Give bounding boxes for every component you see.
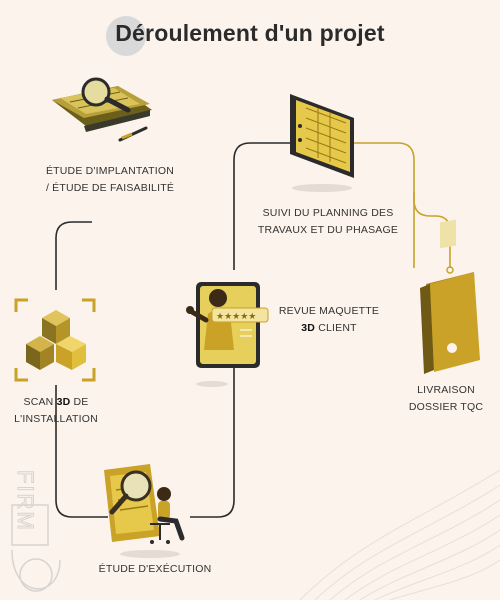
step-implantation-label: ÉTUDE D'IMPLANTATION / ÉTUDE DE FAISABIL… (20, 163, 200, 197)
connector-end-dot (446, 266, 454, 274)
svg-text:★★★★★: ★★★★★ (216, 312, 256, 322)
planning-tablet-icon (290, 94, 354, 192)
step-planning-line2: TRAVAUX ET DU PHASAGE (257, 224, 399, 236)
step-planning-label: SUIVI DU PLANNING DES TRAVAUX ET DU PHAS… (238, 205, 418, 239)
step-scan-post: DE (70, 396, 89, 408)
step-execution-label: ÉTUDE D'EXÉCUTION (80, 561, 230, 578)
firm-logo-watermark: FIRM (11, 470, 61, 592)
step-implantation-line1: ÉTUDE D'IMPLANTATION (45, 165, 175, 177)
blueprint-magnifier-icon (52, 77, 152, 142)
title-decoration (106, 16, 146, 56)
binder-folder-icon (420, 219, 480, 374)
process-connector (55, 142, 451, 518)
step-scan-pre: SCAN (23, 396, 57, 408)
step-revue-post: CLIENT (315, 322, 357, 334)
execution-study-icon (104, 464, 185, 558)
step-livraison-line2: DOSSIER TQC (408, 401, 484, 413)
step-revue-line1: REVUE MAQUETTE (278, 305, 380, 317)
step-scan-line2: L'INSTALLATION (14, 413, 98, 425)
step-scan-label: SCAN 3D DE L'INSTALLATION (0, 394, 112, 428)
review-tablet-icon: ★★★★★ (186, 282, 269, 387)
step-revue-bold: 3D (301, 322, 316, 334)
step-implantation-line2: / ÉTUDE DE FAISABILITÉ (45, 182, 175, 194)
decorative-waves (299, 469, 500, 600)
step-livraison-line1: LIVRAISON (417, 384, 475, 396)
step-revue-label: REVUE MAQUETTE 3D CLIENT (264, 303, 394, 337)
scan-3d-boxes-icon (14, 298, 96, 382)
step-livraison-label: LIVRAISON DOSSIER TQC (398, 382, 494, 416)
page-title: Déroulement d'un projet (115, 20, 385, 46)
step-planning-line1: SUIVI DU PLANNING DES (262, 207, 394, 219)
step-execution-line1: ÉTUDE D'EXÉCUTION (98, 563, 212, 575)
watermark-text: FIRM (13, 470, 38, 532)
step-scan-bold: 3D (56, 396, 71, 408)
